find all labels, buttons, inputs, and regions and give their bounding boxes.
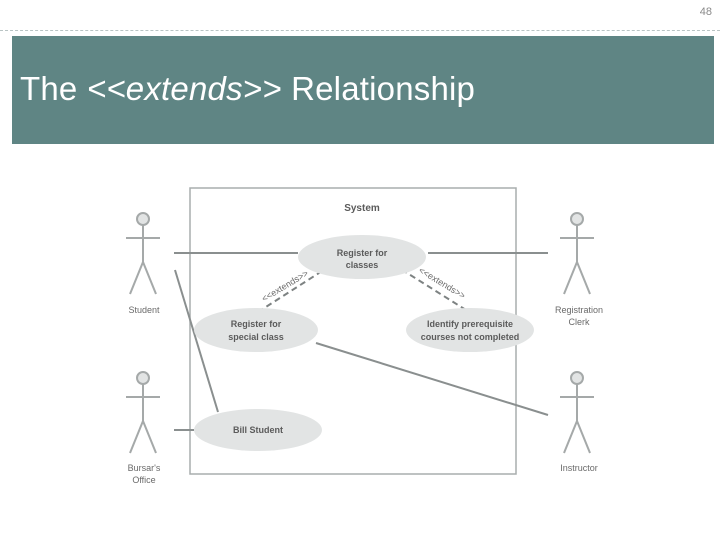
use-case-register-special-class: Register for special class (194, 308, 318, 352)
extends-arrow-left (257, 265, 331, 313)
extends-label-right: <<extends>> (417, 265, 467, 301)
system-label: System (344, 203, 380, 214)
use-case-label-line: Register for (337, 248, 388, 258)
actor-student (126, 212, 160, 295)
association-student-bill (174, 269, 219, 413)
use-case-identify-prerequisite: Identify prerequisite courses not comple… (406, 308, 534, 352)
use-case-label-line: courses not completed (421, 332, 520, 342)
use-case-register-for-classes: Register for classes (298, 235, 426, 279)
actor-registration-clerk (560, 212, 594, 295)
title-suffix: Relationship (281, 70, 476, 107)
actor-registration-clerk-label: Registration (555, 305, 603, 315)
association-instructor-special (315, 342, 549, 416)
use-case-label-line: Identify prerequisite (427, 319, 513, 329)
actor-student-label: Student (128, 305, 160, 315)
actor-instructor-label: Instructor (560, 463, 598, 473)
actor-bursars-office-label: Office (132, 475, 155, 485)
use-case-label-line: Register for (231, 319, 282, 329)
extends-label-left: <<extends>> (260, 268, 310, 304)
use-case-label-line: special class (228, 332, 284, 342)
use-case-bill-student: Bill Student (194, 409, 322, 451)
title-prefix: The (20, 70, 87, 107)
use-case-label-line: Bill Student (233, 425, 283, 435)
title-band: The <<extends>> Relationship (12, 36, 714, 144)
title-emphasis: <<extends>> (86, 70, 282, 107)
slide-number: 48 (699, 6, 712, 18)
use-case-label-line: classes (346, 260, 379, 270)
actor-registration-clerk-label: Clerk (568, 317, 590, 327)
top-divider (0, 30, 720, 31)
actor-bursars-office (126, 371, 160, 454)
extends-arrow-right (395, 265, 467, 311)
actor-instructor (560, 371, 594, 454)
slide-title: The <<extends>> Relationship (20, 70, 475, 108)
actor-bursars-office-label: Bursar's (128, 463, 161, 473)
